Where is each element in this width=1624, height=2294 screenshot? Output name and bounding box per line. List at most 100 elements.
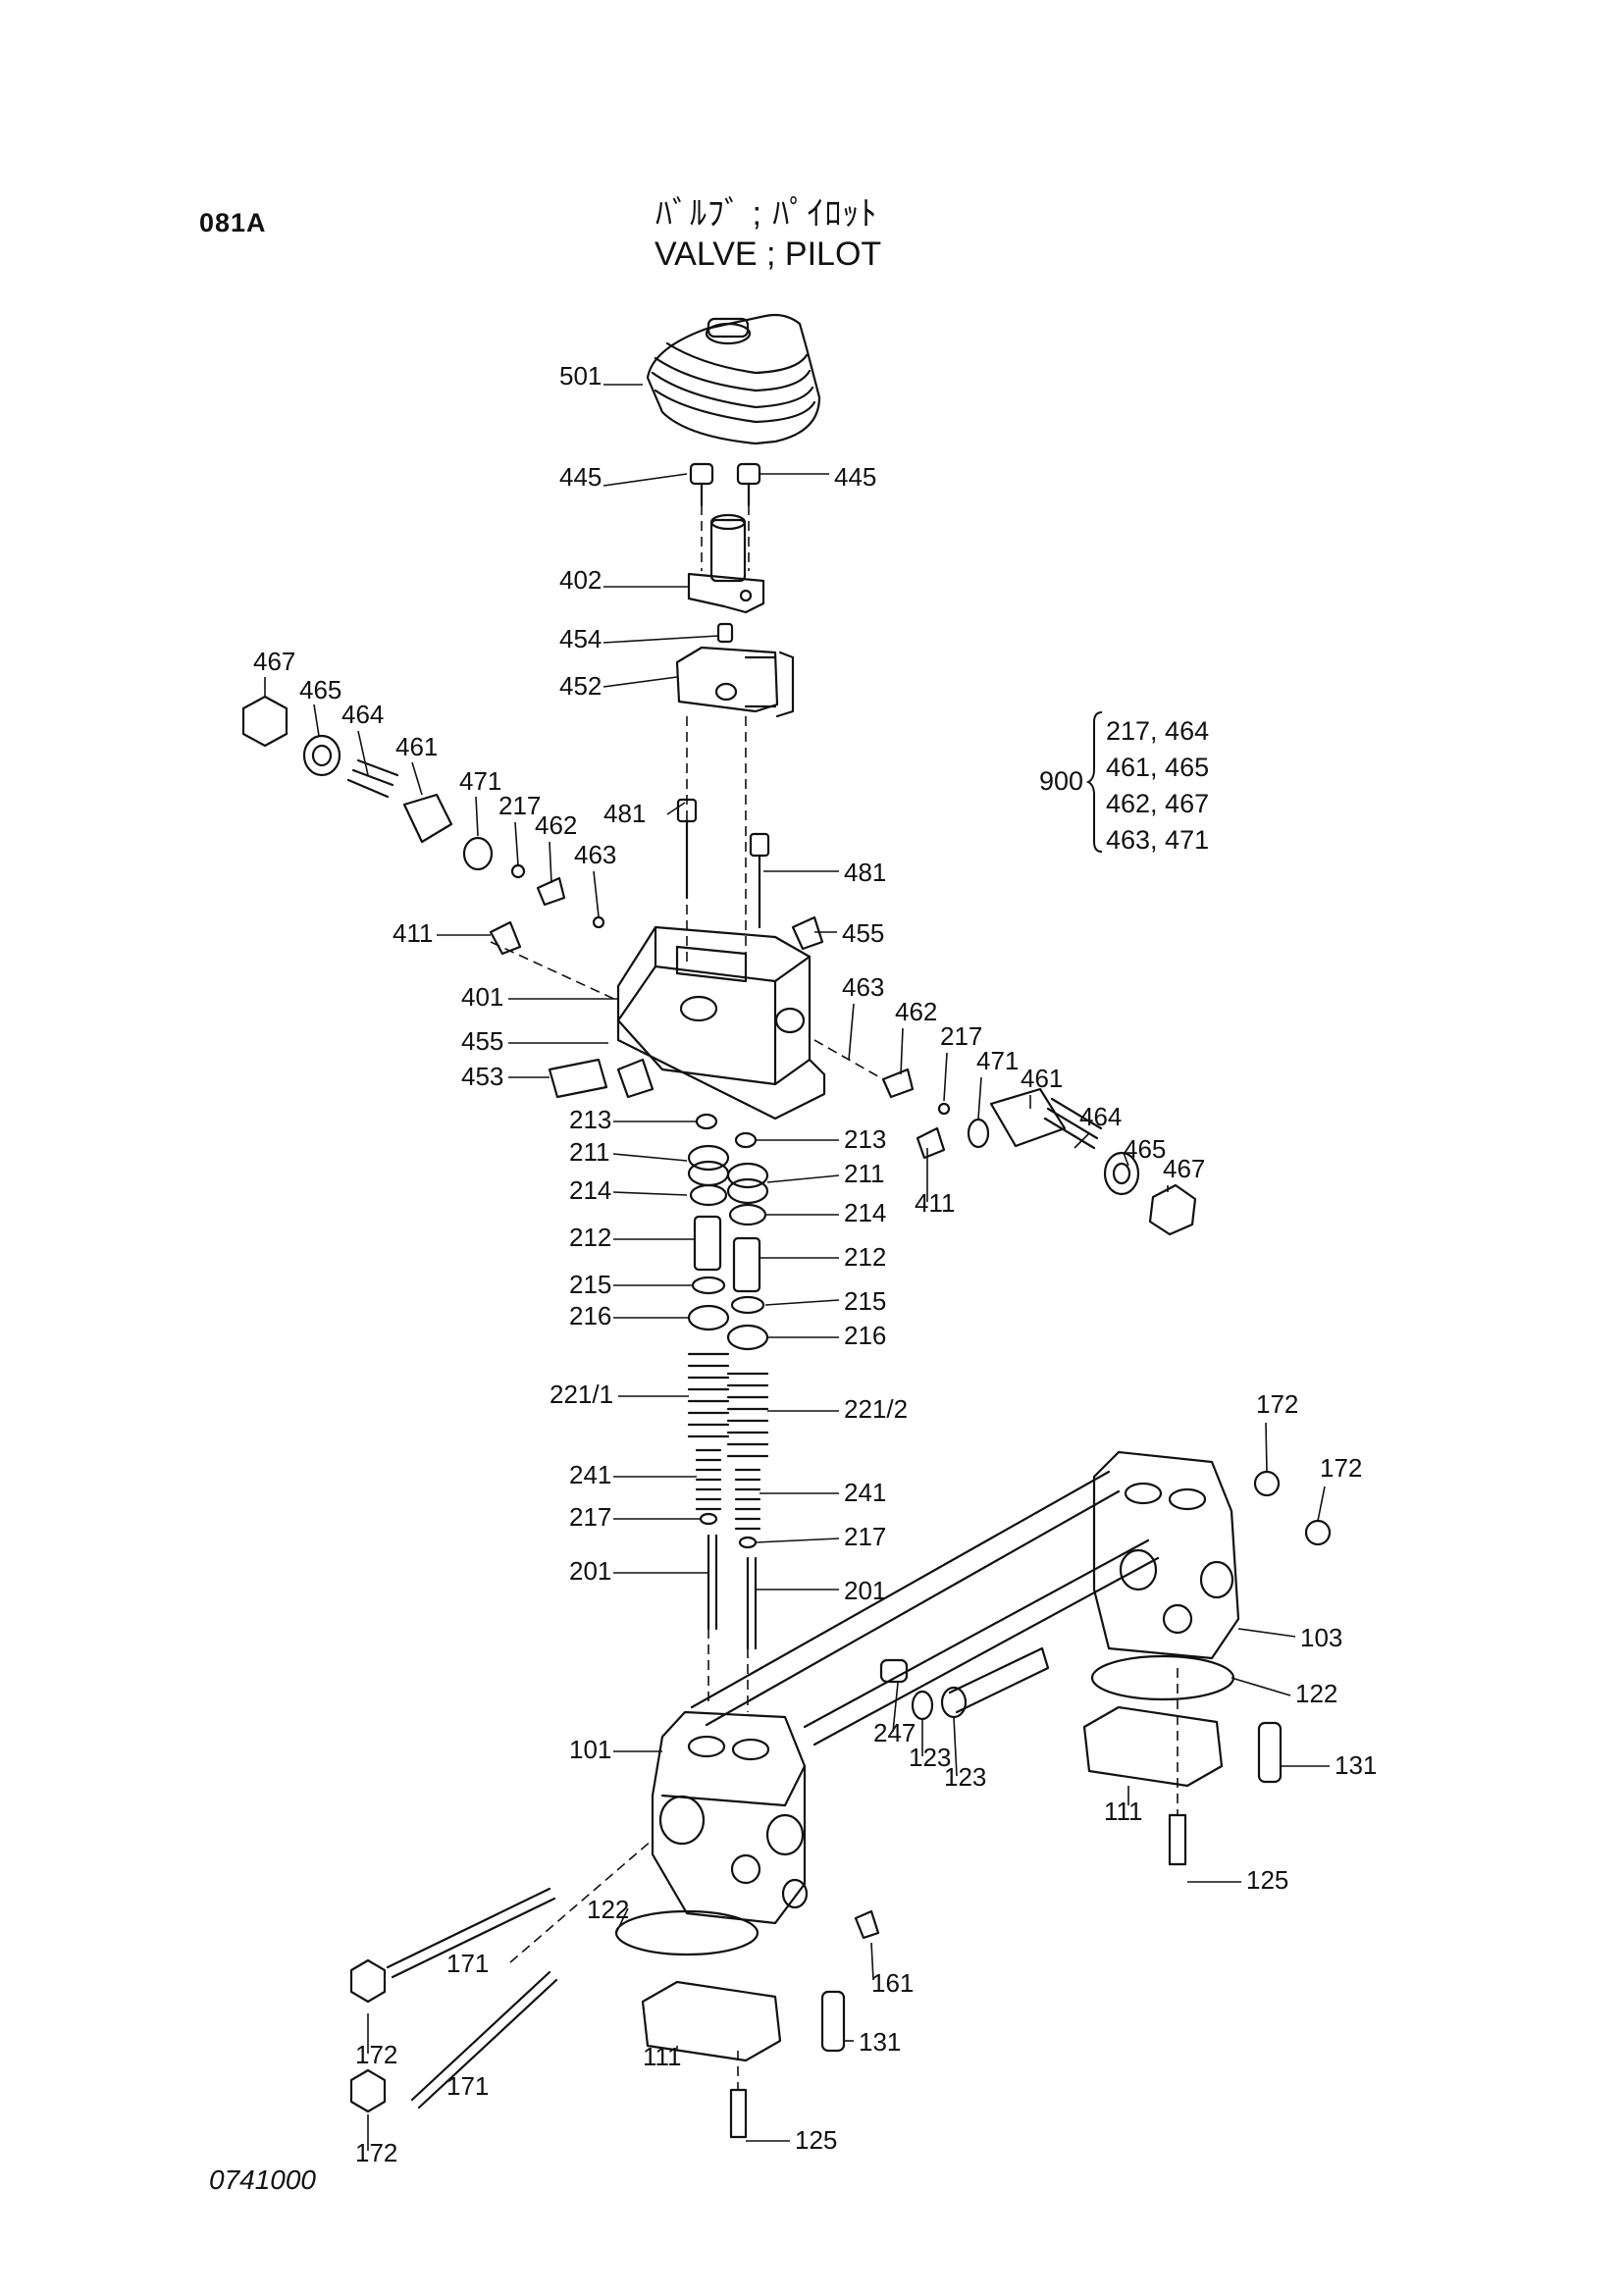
callout-463: 463 [574, 840, 616, 869]
callout-453: 453 [461, 1062, 503, 1091]
callout-402: 402 [559, 565, 602, 595]
screw-part-445 [689, 462, 761, 507]
leader-lines [264, 384, 1330, 2151]
spool-stack-left [687, 1113, 730, 1631]
leader-line [953, 1716, 958, 1777]
callout-125: 125 [795, 2125, 837, 2155]
pin-part-454 [716, 622, 734, 644]
housing-part-401 [616, 925, 826, 1121]
callout-454: 454 [559, 624, 602, 653]
callout-213: 213 [569, 1105, 611, 1134]
leader-line [1231, 1677, 1291, 1696]
callout-455: 455 [461, 1026, 503, 1056]
boot-part [646, 313, 821, 445]
callout-471: 471 [976, 1046, 1019, 1075]
callout-221-2: 221/2 [844, 1394, 908, 1424]
bolt-part-481 [676, 798, 770, 929]
callout-411: 411 [915, 1188, 955, 1218]
callout-217: 217 [498, 791, 541, 820]
leader-line [411, 761, 423, 796]
leader-line [514, 821, 519, 866]
callout-467: 467 [1163, 1154, 1205, 1183]
callout-212: 212 [569, 1223, 611, 1252]
callout-123: 123 [944, 1762, 986, 1792]
kit-row-4: 463, 471 [1106, 825, 1210, 855]
callout-471: 471 [459, 766, 501, 796]
callout-122: 122 [1295, 1679, 1337, 1708]
leader-line [1123, 1152, 1129, 1167]
callout-241: 241 [569, 1460, 611, 1489]
callout-221-1: 221/1 [550, 1380, 613, 1409]
callout-445: 445 [559, 462, 602, 492]
title-english: VALVE ; PILOT [655, 235, 882, 273]
kit-row-2: 461, 465 [1106, 753, 1210, 782]
callout-463: 463 [842, 972, 884, 1002]
leader-line [313, 704, 320, 737]
callout-131: 131 [859, 2027, 901, 2057]
leader-line [666, 802, 686, 815]
title-japanese: ﾊﾞﾙﾌﾞ ; ﾊﾟｲﾛｯﾄ [655, 195, 878, 233]
plate-part-402 [687, 513, 765, 614]
tie-rods [690, 1470, 1160, 1747]
callout-481: 481 [844, 858, 886, 887]
left-hardware-group [241, 695, 655, 1099]
leader-line [848, 1003, 855, 1061]
kit-row-3: 462, 467 [1106, 789, 1210, 818]
callout-217: 217 [844, 1522, 886, 1551]
callout-122: 122 [587, 1895, 629, 1924]
callout-217: 217 [940, 1021, 982, 1051]
body-part-101 [651, 1710, 809, 1925]
callout-481: 481 [603, 799, 646, 828]
diagram-code: 081A [199, 208, 267, 237]
leader-line [1265, 1422, 1268, 1473]
right-hardware-group [791, 915, 1197, 1236]
callout-216: 216 [569, 1301, 611, 1330]
callout-215: 215 [569, 1270, 611, 1299]
body-part-103 [1092, 1450, 1332, 1660]
leader-line [593, 870, 600, 917]
leader-line [943, 1052, 948, 1102]
callout-125: 125 [1246, 1865, 1288, 1895]
leader-line [602, 635, 719, 644]
callout-217: 217 [569, 1502, 611, 1532]
callout-111: 111 [1104, 1797, 1143, 1826]
callout-455: 455 [842, 918, 884, 948]
callout-401: 401 [461, 982, 503, 1012]
drawing-number: 0741000 [209, 2164, 317, 2195]
callout-215: 215 [844, 1286, 886, 1316]
leader-line [755, 1538, 840, 1543]
callout-501: 501 [559, 361, 602, 391]
leader-line [977, 1076, 982, 1120]
callout-216: 216 [844, 1321, 886, 1350]
callout-123: 123 [909, 1743, 951, 1772]
callout-171: 171 [446, 2071, 489, 2101]
stud-and-nut-parts [349, 1887, 880, 2113]
callout-462: 462 [895, 997, 937, 1026]
leader-line [602, 473, 688, 487]
leader-line [475, 796, 479, 837]
callout-411: 411 [393, 918, 433, 948]
kit-brace [1086, 711, 1103, 853]
callout-467: 467 [253, 647, 295, 676]
callout-172: 172 [355, 2040, 397, 2069]
leader-line [900, 1027, 904, 1075]
leader-line [602, 676, 678, 688]
callout-201: 201 [844, 1576, 886, 1605]
callout-172: 172 [1320, 1453, 1362, 1483]
leader-line [612, 1191, 688, 1196]
callout-462: 462 [535, 810, 577, 840]
callout-464: 464 [1079, 1102, 1122, 1131]
leader-line [764, 1299, 840, 1306]
callout-214: 214 [844, 1198, 886, 1227]
callout-171: 171 [446, 1949, 489, 1978]
callout-212: 212 [844, 1242, 886, 1272]
callout-452: 452 [559, 671, 602, 701]
callout-111: 111 [643, 2042, 682, 2071]
callout-161: 161 [871, 1968, 914, 1998]
callout-465: 465 [1124, 1134, 1166, 1164]
callout-201: 201 [569, 1556, 611, 1586]
leader-line [612, 1153, 688, 1162]
callout-211: 211 [844, 1159, 884, 1188]
leader-line [1074, 1132, 1090, 1149]
